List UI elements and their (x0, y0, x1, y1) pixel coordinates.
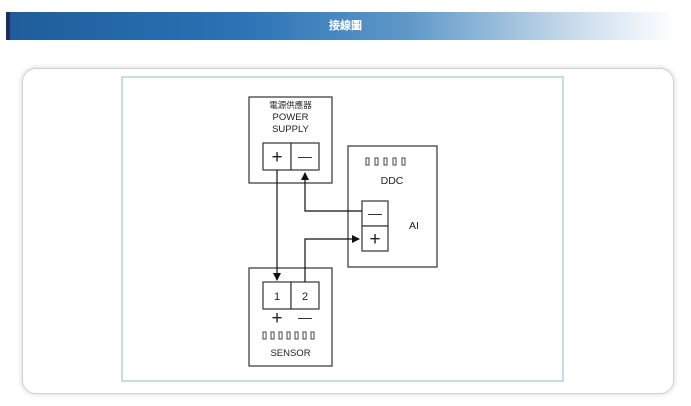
power-supply-label-line2: SUPPLY (272, 124, 309, 135)
ddc-ai-plus-terminal (361, 225, 389, 252)
power-supply-minus-terminal (290, 142, 320, 171)
ddc-block: DDC — + AI (347, 145, 438, 268)
sensor-block: 1 2 + — SENSOR (248, 267, 333, 367)
ddc-label: DDC (381, 175, 404, 187)
power-supply-plus-sign: + (271, 147, 282, 168)
ddc-ai-minus-sign: — (368, 205, 382, 221)
sensor-terminal-1-label: 1 (274, 291, 280, 303)
sensor-plus-sign: + (271, 308, 282, 329)
power-supply-label-line1: POWER (273, 112, 309, 123)
ddc-ai-minus-terminal (361, 200, 389, 227)
power-supply-minus-sign: — (298, 148, 312, 164)
wire-sensor-2-to-ddc-plus (304, 235, 360, 282)
header-bar (6, 12, 676, 40)
ddc-ai-label: AI (409, 220, 419, 232)
header-accent (6, 12, 10, 40)
ddc-led-row (365, 157, 406, 166)
sensor-label: SENSOR (270, 348, 310, 359)
wire-ddc-minus-to-power-minus (301, 172, 362, 212)
ddc-ai-plus-sign: + (369, 229, 380, 250)
power-supply-block: 電源供應器 POWER SUPPLY + — (248, 96, 333, 184)
sensor-minus-sign: — (298, 309, 312, 325)
sensor-led-row (262, 331, 315, 340)
sensor-terminal-2-label: 2 (302, 291, 308, 303)
sensor-terminal-2 (290, 281, 320, 310)
power-supply-label-cn: 電源供應器 (269, 100, 312, 110)
page-title: 接線圖 (329, 19, 362, 32)
diagram-frame (121, 76, 564, 382)
sensor-terminal-1 (262, 281, 292, 310)
